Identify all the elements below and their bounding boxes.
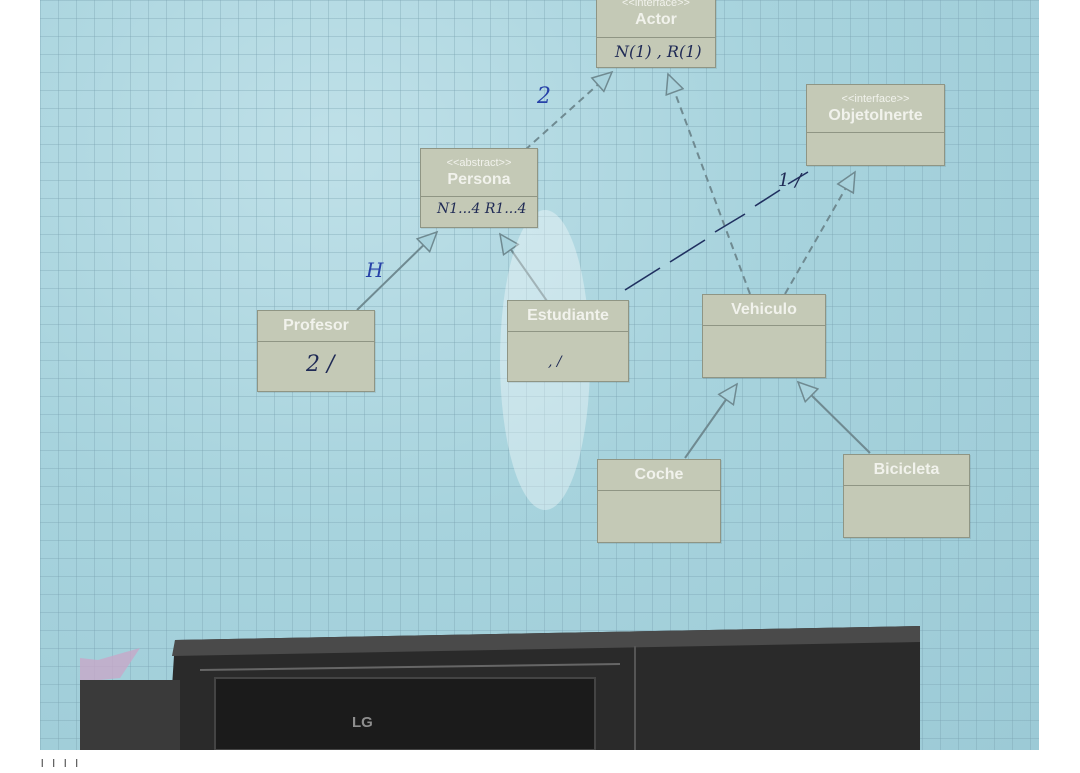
objetoinerte-name: ObjetoInerte [828, 107, 923, 124]
coche-name: Coche [634, 466, 684, 483]
objetoinerte-stereotype: <<interface>> [841, 93, 910, 105]
profesor-note: 2 / [306, 352, 335, 377]
estudiante-name: Estudiante [527, 307, 609, 324]
class-persona: <<abstract>> Persona N1...4 R1...4 [420, 148, 538, 228]
caption-text: l l l l [41, 758, 81, 770]
persona-actor-arrow [524, 72, 612, 151]
annotation-persona-actor: 2 [537, 84, 551, 109]
class-estudiante: Estudiante , / [507, 300, 629, 382]
profesor-name: Profesor [283, 317, 349, 334]
class-profesor: Profesor 2 / [257, 310, 375, 392]
class-coche: Coche [597, 459, 721, 543]
hand-dashed-line [624, 171, 809, 291]
annotation-profesor-persona: H [366, 258, 384, 282]
estudiante-note: , / [548, 354, 562, 370]
actor-note: N(1) , R(1) [615, 42, 702, 61]
persona-name: Persona [447, 171, 511, 188]
class-objetoinerte: <<interface>> ObjetoInerte [806, 84, 945, 166]
persona-stereotype: <<abstract>> [446, 157, 512, 169]
monitor-foreground [80, 626, 920, 750]
whiteboard-photo: <<interface>> Actor N(1) , R(1) <<interf… [40, 0, 1039, 750]
bicicleta-name: Bicicleta [873, 461, 940, 478]
bicicleta-vehiculo-arrow [798, 382, 871, 454]
estudiante-persona-arrow [500, 234, 548, 302]
class-vehiculo: Vehiculo [702, 294, 826, 378]
coche-vehiculo-arrow [684, 384, 737, 459]
profesor-persona-arrow [356, 232, 437, 311]
annotation-vehiculo-objeto: 1 / [778, 170, 802, 191]
actor-stereotype: <<interface>> [622, 0, 690, 9]
persona-note: N1...4 R1...4 [437, 201, 527, 217]
actor-name: Actor [635, 11, 677, 28]
class-bicicleta: Bicicleta [843, 454, 970, 538]
class-actor: <<interface>> Actor N(1) , R(1) [596, 0, 716, 68]
vehiculo-name: Vehiculo [731, 301, 797, 318]
vehiculo-actor-arrow [668, 74, 751, 295]
monitor-brand-logo: LG [352, 714, 373, 731]
